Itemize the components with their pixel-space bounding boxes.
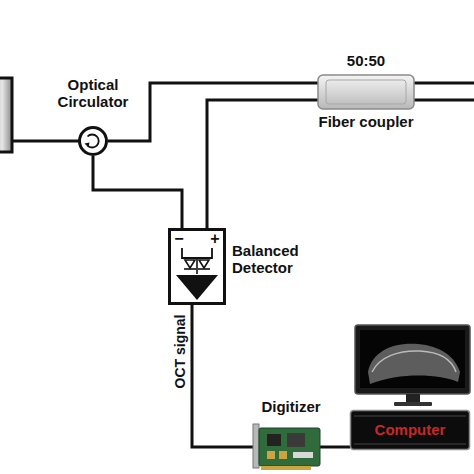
computer-tower: Computer bbox=[350, 410, 470, 450]
node-label: + bbox=[207, 230, 223, 247]
circulator-symbol-outline bbox=[78, 126, 108, 156]
fiber-wire bbox=[432, 99, 474, 102]
node-label: Digitizer bbox=[255, 398, 327, 415]
digitizer-card: Digitizer bbox=[253, 420, 320, 470]
fiber-connector bbox=[320, 446, 350, 449]
digitizer-card-outline bbox=[253, 420, 320, 470]
fiber-coupler: 50:50Fiber coupler bbox=[300, 74, 432, 110]
node-label: Balanced Detector bbox=[232, 242, 332, 276]
node-label: Optical Circulator bbox=[53, 76, 133, 110]
light-source bbox=[0, 78, 12, 152]
node-label: Computer bbox=[350, 421, 470, 438]
node-label: 50:50 bbox=[336, 52, 396, 69]
fiber-connector bbox=[93, 156, 182, 228]
fiber-connector bbox=[192, 305, 253, 447]
fiber-connector bbox=[108, 83, 300, 141]
fiber-wire bbox=[12, 140, 79, 143]
node-label: Fiber coupler bbox=[306, 113, 426, 130]
signal-label: OCT signal bbox=[172, 306, 189, 396]
monitor bbox=[355, 325, 470, 406]
fiber-coupler-outline bbox=[300, 74, 432, 110]
circulator-symbol: Optical Circulator bbox=[78, 126, 108, 156]
balanced-detector: −+Balanced Detector bbox=[168, 228, 226, 305]
fiber-wire bbox=[432, 82, 474, 85]
fiber-connector bbox=[207, 100, 300, 228]
node-label: − bbox=[172, 230, 186, 247]
